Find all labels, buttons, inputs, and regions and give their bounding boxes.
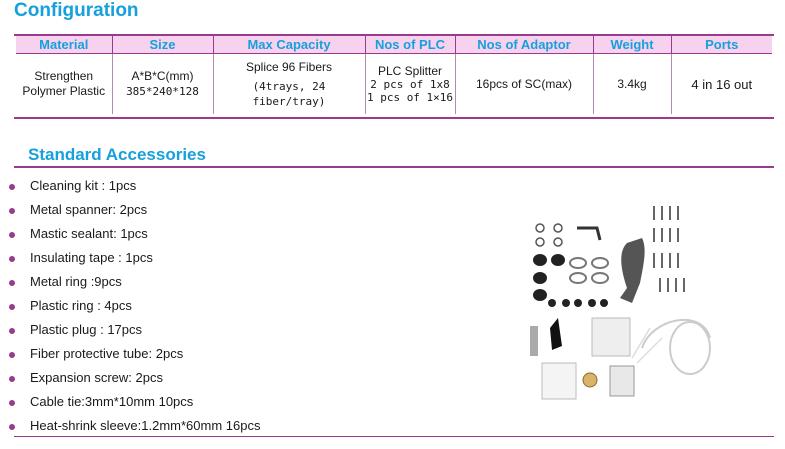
list-item: Cleaning kit : 1pcs bbox=[0, 178, 360, 198]
bullet-icon bbox=[9, 184, 15, 190]
bottom-divider bbox=[14, 436, 774, 437]
header-material: Material bbox=[16, 36, 113, 54]
list-item-text: Fiber protective tube: 2pcs bbox=[30, 346, 184, 361]
list-item-text: Heat-shrink sleeve:1.2mm*60mm 16pcs bbox=[30, 418, 261, 433]
cell-plc: PLC Splitter 2 pcs of 1x8 1 pcs of 1×16 bbox=[365, 53, 456, 114]
plc-line-3: 1 pcs of 1×16 bbox=[366, 90, 454, 104]
list-item: Insulating tape : 1pcs bbox=[0, 250, 360, 270]
list-item-text: Plastic ring : 4pcs bbox=[30, 298, 132, 313]
table-bottom-divider bbox=[14, 117, 774, 119]
table-row: Strengthen Polymer Plastic A*B*C(mm) 385… bbox=[16, 53, 772, 114]
bullet-icon bbox=[9, 304, 15, 310]
bullet-icon bbox=[9, 376, 15, 382]
cell-adaptor: 16pcs of SC(max) bbox=[455, 53, 594, 114]
list-item: Expansion screw: 2pcs bbox=[0, 370, 360, 390]
bullet-icon bbox=[9, 280, 15, 286]
list-item: Metal ring :9pcs bbox=[0, 274, 360, 294]
list-item: Cable tie:3mm*10mm 10pcs bbox=[0, 394, 360, 414]
header-max-capacity: Max Capacity bbox=[213, 36, 366, 54]
plc-line-1: PLC Splitter bbox=[377, 63, 443, 78]
size-line-1: A*B*C(mm) bbox=[131, 69, 194, 83]
cell-capacity: Splice 96 Fibers (4trays, 24 fiber/tray) bbox=[213, 53, 366, 114]
list-item: Heat-shrink sleeve:1.2mm*60mm 16pcs bbox=[0, 418, 360, 438]
bullet-icon bbox=[9, 400, 15, 406]
material-line-1: Strengthen bbox=[34, 69, 94, 83]
bullet-icon bbox=[9, 424, 15, 430]
list-item: Fiber protective tube: 2pcs bbox=[0, 346, 360, 366]
list-item: Plastic ring : 4pcs bbox=[0, 298, 360, 318]
material-line-2: Polymer Plastic bbox=[22, 84, 106, 98]
top-divider bbox=[14, 34, 774, 36]
list-item-text: Metal ring :9pcs bbox=[30, 274, 122, 289]
accessories-photo bbox=[530, 206, 711, 400]
bullet-icon bbox=[9, 256, 15, 262]
bullet-icon bbox=[9, 208, 15, 214]
list-item-text: Expansion screw: 2pcs bbox=[30, 370, 163, 385]
list-item-text: Mastic sealant: 1pcs bbox=[30, 226, 148, 241]
standard-accessories-title: Standard Accessories bbox=[28, 145, 206, 164]
table-header-row: Material Size Max Capacity Nos of PLC No… bbox=[16, 36, 772, 54]
bullet-icon bbox=[9, 232, 15, 238]
header-size: Size bbox=[112, 36, 214, 54]
header-weight: Weight bbox=[593, 36, 672, 54]
bullet-icon bbox=[9, 352, 15, 358]
header-ports: Ports bbox=[671, 36, 772, 54]
configuration-title: Configuration bbox=[14, 0, 139, 21]
plc-line-2: 2 pcs of 1x8 bbox=[370, 77, 450, 91]
capacity-line-1: Splice 96 Fibers bbox=[245, 59, 333, 74]
configuration-table: Material Size Max Capacity Nos of PLC No… bbox=[16, 36, 772, 114]
list-item: Metal spanner: 2pcs bbox=[0, 202, 360, 222]
accessories-divider bbox=[14, 166, 774, 168]
list-item-text: Cable tie:3mm*10mm 10pcs bbox=[30, 394, 194, 409]
list-item-text: Cleaning kit : 1pcs bbox=[30, 178, 137, 193]
size-line-2: 385*240*128 bbox=[126, 85, 199, 98]
cell-material: Strengthen Polymer Plastic bbox=[16, 53, 113, 114]
header-nos-of-adaptor: Nos of Adaptor bbox=[455, 36, 594, 54]
cell-ports: 4 in 16 out bbox=[691, 76, 753, 92]
capacity-line-2: (4trays, 24 fiber/tray) bbox=[252, 79, 326, 108]
list-item-text: Metal spanner: 2pcs bbox=[30, 202, 148, 217]
list-item-text: Plastic plug : 17pcs bbox=[30, 322, 143, 337]
list-item-text: Insulating tape : 1pcs bbox=[30, 250, 153, 265]
header-nos-of-plc: Nos of PLC bbox=[365, 36, 456, 54]
list-item: Mastic sealant: 1pcs bbox=[0, 226, 360, 246]
bullet-icon bbox=[9, 328, 15, 334]
cell-weight: 3.4kg bbox=[593, 53, 672, 114]
list-item: Plastic plug : 17pcs bbox=[0, 322, 360, 342]
cell-size: A*B*C(mm) 385*240*128 bbox=[112, 53, 214, 114]
